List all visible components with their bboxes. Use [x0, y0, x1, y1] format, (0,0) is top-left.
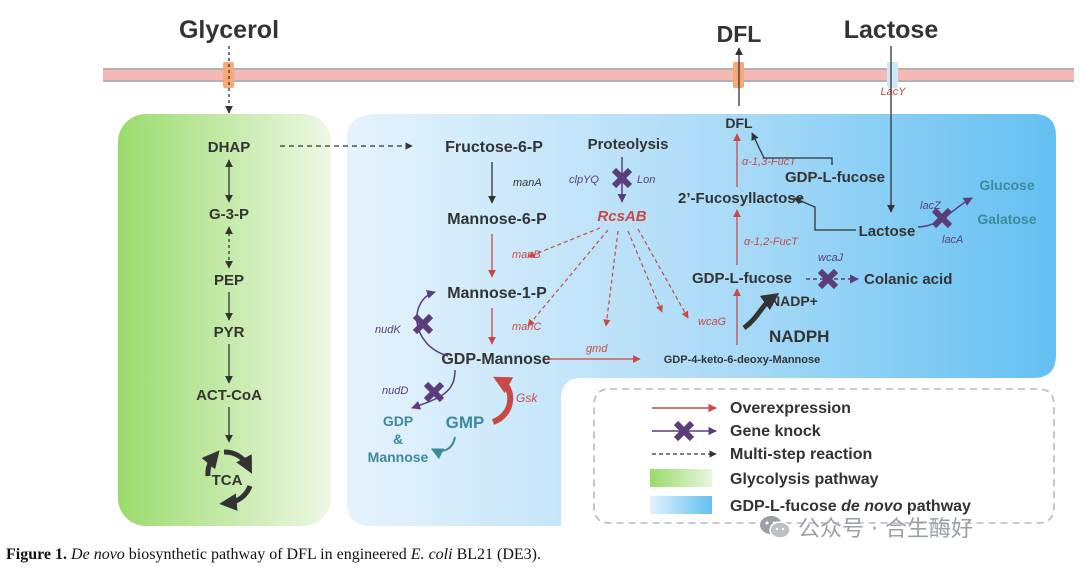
wcaj-label: wcaJ [818, 252, 844, 264]
lacy-label: LacY [880, 86, 906, 98]
legend: Overexpression Gene knock Multi-step rea… [593, 388, 1055, 524]
gsk-arrow [491, 376, 514, 425]
nudk-arrow [416, 290, 449, 357]
fucose-to-dfl-arrow [751, 132, 833, 165]
mannose-node: Mannose [368, 449, 429, 465]
watermark-text: 公众号 · 合生酶好 [798, 517, 973, 542]
glucose-node: Glucose [979, 177, 1034, 193]
tca-node: TCA [212, 472, 243, 489]
manb-label: manB [512, 249, 541, 261]
tca-cycle: TCA [201, 449, 253, 511]
manc-label: manC [512, 321, 541, 333]
lactose-to-2fl-arrow [793, 197, 856, 231]
lactose-out-label: Lactose [844, 16, 939, 44]
nudk-label: nudK [375, 324, 401, 336]
gmp-loop-arrow [430, 436, 456, 460]
gdp-node: GDP [383, 413, 413, 429]
lactose-node: Lactose [859, 223, 916, 240]
nudd-label: nudD [382, 385, 408, 397]
g3p-node: G-3-P [209, 206, 249, 223]
lon-label: Lon [637, 174, 655, 186]
lacy-transporter [887, 62, 898, 88]
rcsab-node: RcsAB [597, 208, 646, 225]
caption-pre: De novo [71, 546, 125, 563]
nadph-cofactor-arrow [742, 292, 780, 331]
gdp-4-keto-node: GDP-4-keto-6-deoxy-Mannose [664, 354, 820, 366]
legend-box [593, 388, 1055, 524]
watermark: 公众号 · 合生酶好 [758, 511, 973, 543]
pep-node: PEP [214, 272, 244, 289]
and-node: & [393, 431, 403, 447]
fructose-6-p-node: Fructose-6-P [445, 139, 543, 156]
nadph-label: NADPH [769, 327, 829, 346]
lacz-label: lacZ [920, 200, 942, 212]
figure-caption: Figure 1. De novo biosynthetic pathway o… [6, 546, 541, 564]
gmp-node: GMP [446, 413, 485, 432]
legend-gdp-fucose-label: GDP-L-fucose de novo pathway [730, 498, 971, 515]
gsk-label: Gsk [516, 391, 538, 405]
nudd-arrow [411, 369, 456, 410]
legend-knock-label: Gene knock [730, 423, 821, 440]
legend-glycolysis-label: Glycolysis pathway [730, 471, 879, 488]
mannose-6-p-node: Mannose-6-P [447, 211, 547, 228]
caption-label: Figure 1. [6, 546, 68, 563]
legend-multistep-label: Multi-step reaction [730, 446, 872, 463]
dfl-out-label: DFL [717, 21, 762, 47]
nadp-label: NADP+ [770, 293, 818, 309]
gmd-label: gmd [586, 343, 608, 355]
glycerol-transporter [223, 62, 234, 88]
caption-mid: biosynthetic pathway of DFL in engineere… [124, 546, 411, 563]
gdp-fucose-panel [347, 114, 1056, 526]
gdp-l-fucose-node-1: GDP-L-fucose [692, 270, 792, 287]
proteolysis-node: Proteolysis [588, 136, 669, 153]
mannose-1-p-node: Mannose-1-P [447, 285, 547, 302]
legend-overexpression-label: Overexpression [730, 400, 851, 417]
laca-label: lacA [942, 234, 963, 246]
dfl-node: DFL [725, 115, 753, 131]
fuct12-label: α-1,2-FucT [744, 236, 799, 248]
dhap-node: DHAP [208, 139, 251, 156]
wcag-label: wcaG [698, 316, 727, 328]
rcsab-regulation-arrows [527, 227, 689, 327]
glycerol-label: Glycerol [179, 16, 279, 44]
fucosyllactose-node: 2’-Fucosyllactose [678, 190, 804, 207]
gdp-mannose-node: GDP-Mannose [441, 351, 550, 368]
galatose-node: Galatose [977, 211, 1036, 227]
pyr-node: PYR [214, 324, 245, 341]
clpyq-label: clpYQ [569, 174, 599, 186]
caption-org: E. coli [410, 546, 453, 563]
act-coa-node: ACT-CoA [196, 387, 262, 404]
glycolysis-column: DHAP G-3-P PEP PYR ACT-CoA TCA [196, 139, 262, 511]
gdp-l-fucose-node-2: GDP-L-fucose [785, 169, 885, 186]
wechat-icon [758, 514, 792, 540]
glycolysis-panel [118, 114, 331, 526]
legend-glycolysis-swatch [650, 469, 712, 487]
fuct13-label: α-1,3-FucT [742, 156, 797, 168]
mana-label: manA [513, 177, 542, 189]
caption-post: BL21 (DE3). [452, 546, 541, 563]
legend-gdp-fucose-swatch [650, 496, 712, 514]
colanic-acid-node: Colanic acid [864, 271, 952, 288]
cell-membrane [103, 62, 1074, 88]
mannose-branch: Fructose-6-P manA Mannose-6-P manB Manno… [441, 139, 550, 368]
